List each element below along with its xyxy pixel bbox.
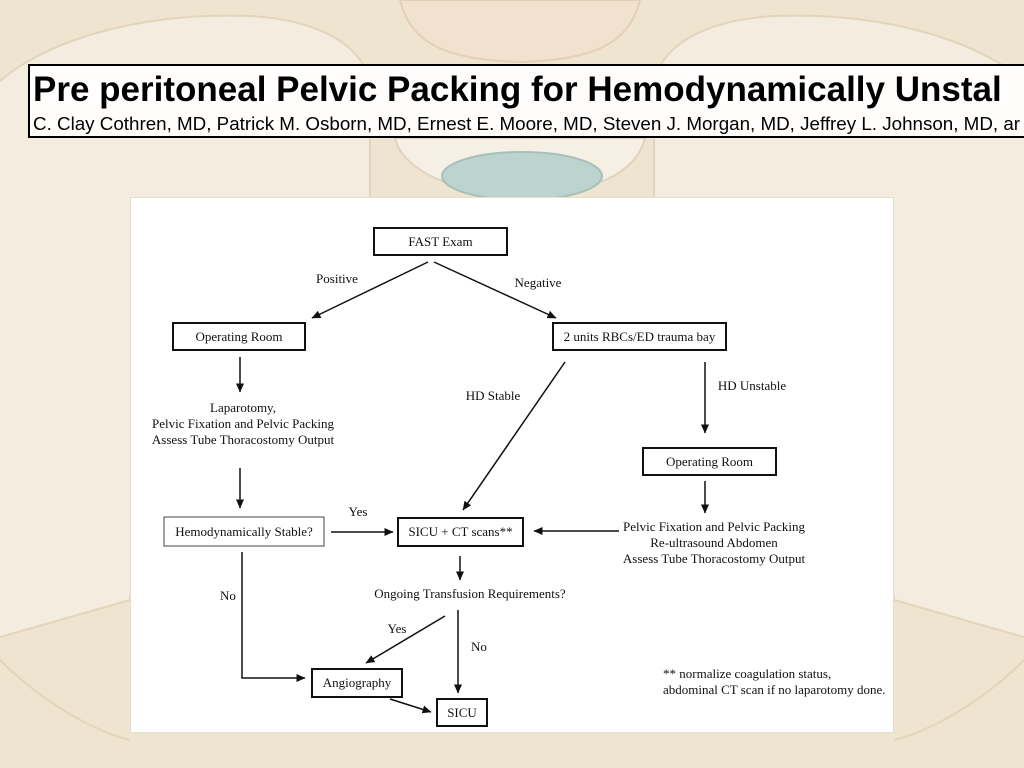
edge-label-hd-unstable: HD Unstable [718,378,786,393]
angiography-label: Angiography [323,675,392,690]
rbc-trauma-bay-label: 2 units RBCs/ED trauma bay [564,329,716,344]
arrow-hemodynamically-unstable-to-angiography [242,552,305,678]
edge-label-yes-upper: Yes [349,504,368,519]
footnote-line-2: abdominal CT scan if no laparotomy done. [663,682,886,697]
intervertebral-disc-shape [442,152,602,200]
laparotomy-line-2: Pelvic Fixation and Pelvic Packing [152,416,334,431]
sacrum-shape [400,0,640,62]
footnote-line-1: ** normalize coagulation status, [663,666,831,681]
edge-label-no-lower: No [471,639,487,654]
edge-label-hd-stable: HD Stable [466,388,521,403]
laparotomy-line-1: Laparotomy, [210,400,276,415]
edge-label-positive: Positive [316,271,358,286]
operating-room-left-label: Operating Room [195,329,282,344]
hemodynamically-stable-label: Hemodynamically Stable? [175,524,313,539]
pelvic-fixation-right-line-2: Re-ultrasound Abdomen [650,535,778,550]
slide-title: Pre peritoneal Pelvic Packing for Hemody… [33,70,1002,110]
arrow-rbc-to-sicu-ct [463,362,565,510]
flowchart-panel: FAST Exam Positive Negative Operating Ro… [130,197,894,733]
sicu-ct-label: SICU + CT scans** [408,524,512,539]
title-box: Pre peritoneal Pelvic Packing for Hemody… [28,64,1024,138]
arrow-angiography-to-sicu [390,699,431,712]
edge-label-no-left: No [220,588,236,603]
slide-authors: C. Clay Cothren, MD, Patrick M. Osborn, … [33,113,1020,135]
ongoing-transfusion-label: Ongoing Transfusion Requirements? [374,586,566,601]
sicu-label: SICU [447,705,477,720]
edge-label-negative: Negative [515,275,562,290]
pelvic-fixation-right-line-3: Assess Tube Thoracostomy Output [623,551,806,566]
arrow-fast-to-rbc-trauma-bay [434,262,556,318]
edge-label-yes-lower: Yes [388,621,407,636]
lower-right-curve-shape [894,660,1024,740]
flowchart-diagram: FAST Exam Positive Negative Operating Ro… [130,197,894,733]
laparotomy-line-3: Assess Tube Thoracostomy Output [152,432,335,447]
operating-room-right-label: Operating Room [666,454,753,469]
lower-left-curve-shape [0,660,130,740]
pelvic-fixation-right-line-1: Pelvic Fixation and Pelvic Packing [623,519,805,534]
fast-exam-label: FAST Exam [408,234,472,249]
